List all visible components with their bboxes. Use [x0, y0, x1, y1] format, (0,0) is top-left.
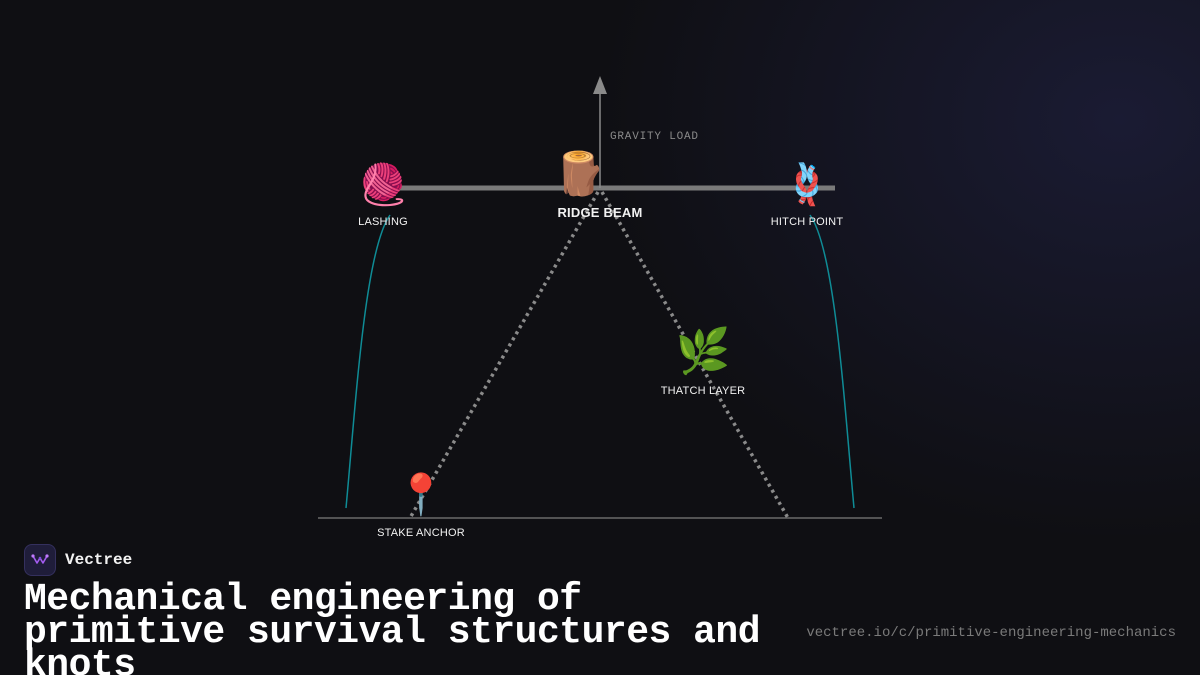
- herb-leaf-icon: 🌿: [675, 326, 731, 377]
- course-url[interactable]: vectree.io/c/primitive-engineering-mecha…: [806, 625, 1176, 641]
- vectree-logo-icon: [24, 544, 56, 576]
- lashing-label: LASHING: [358, 216, 408, 228]
- wood-log-icon: 🪵: [553, 149, 607, 198]
- right-tension-cable: [809, 214, 855, 509]
- thatch-layer-label: THATCH LAYER: [660, 385, 746, 397]
- stake-anchor-label: STAKE ANCHOR: [377, 527, 465, 539]
- left-brace-line: [408, 191, 600, 519]
- left-tension-cable: [345, 214, 391, 509]
- gravity-load-label: GRAVITY LOAD: [610, 131, 699, 143]
- page-title: Mechanical engineering of primitive surv…: [24, 578, 761, 675]
- round-pushpin-icon: 📍: [396, 472, 446, 518]
- brand-name: Vectree: [65, 551, 133, 569]
- gravity-load-arrowhead: [593, 76, 607, 94]
- knot-icon: 🪢: [782, 162, 832, 208]
- hitch-point-label: HITCH POINT: [770, 216, 844, 228]
- yarn-ball-icon: 🧶: [358, 162, 408, 208]
- brand: Vectree: [24, 544, 132, 576]
- ridge-beam-label: RIDGE BEAM: [557, 205, 643, 220]
